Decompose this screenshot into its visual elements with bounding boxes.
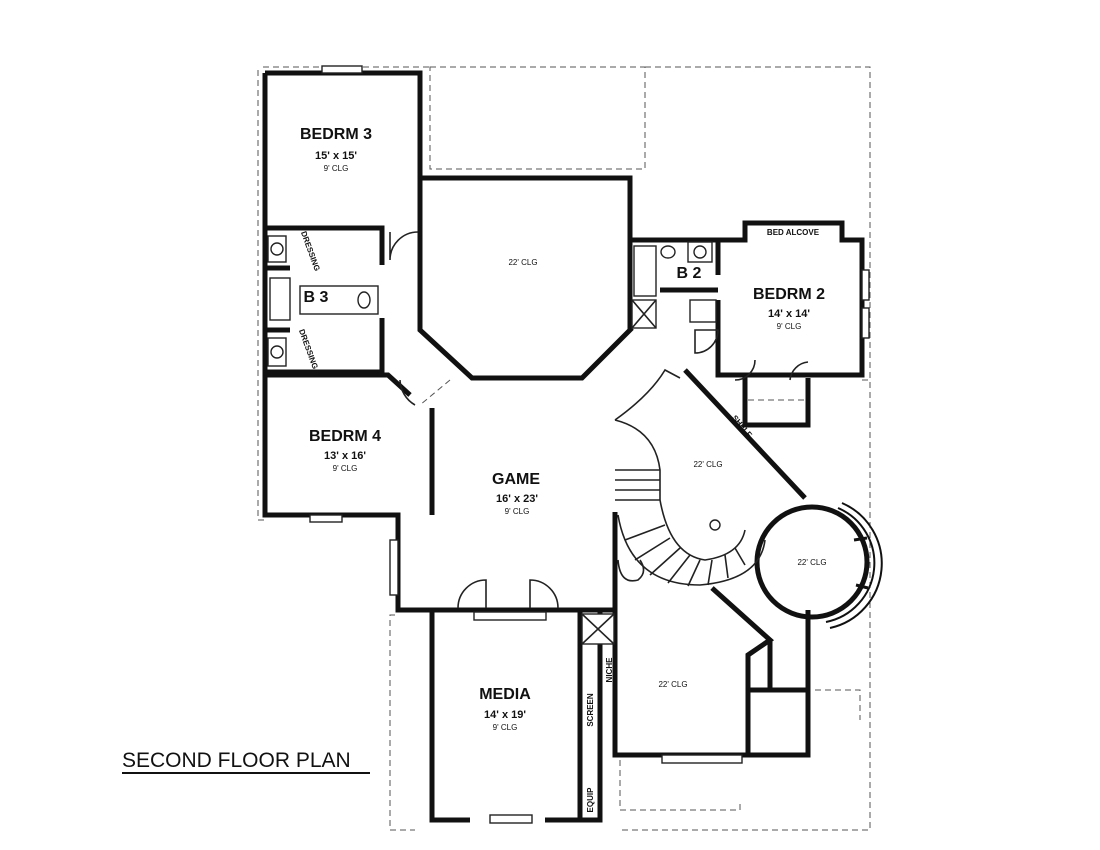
plan-title: SECOND FLOOR PLAN xyxy=(122,749,351,772)
b3-name: B 3 xyxy=(304,289,329,306)
stair-hall-clg: 22' CLG xyxy=(693,460,722,469)
b2-name: B 2 xyxy=(677,265,702,282)
bedrm2-name: BEDRM 2 xyxy=(753,286,825,303)
screen-label: SCREEN xyxy=(586,693,595,727)
bed-alcove-label: BED ALCOVE xyxy=(767,228,820,237)
dressing-upper-label: DRESSING xyxy=(299,230,322,272)
game-dims: 16' x 23' xyxy=(496,493,538,505)
doors-windows xyxy=(309,65,870,824)
game-name: GAME xyxy=(492,471,540,488)
bedrm4-dims: 13' x 16' xyxy=(324,450,366,462)
bath-fixtures xyxy=(267,235,717,367)
bedrm4-clg: 9' CLG xyxy=(333,464,358,473)
lower-right-clg: 22' CLG xyxy=(658,680,687,689)
curved-stair xyxy=(614,368,766,587)
media-clg: 9' CLG xyxy=(493,723,518,732)
bedrm3-clg: 9' CLG xyxy=(324,164,349,173)
dressing-lower-label: DRESSING xyxy=(297,328,320,370)
media-name: MEDIA xyxy=(479,686,531,703)
dashed-outlines xyxy=(257,66,871,831)
plan-title-group: SECOND FLOOR PLAN xyxy=(122,749,370,774)
game-clg: 9' CLG xyxy=(505,507,530,516)
equip-label: EQUIP xyxy=(586,787,595,813)
media-dims: 14' x 19' xyxy=(484,709,526,721)
upper-center-clg: 22' CLG xyxy=(508,258,537,267)
walls xyxy=(262,70,865,823)
niche-label: NICHE xyxy=(605,657,614,683)
bedrm2-dims: 14' x 14' xyxy=(768,308,810,320)
bedrm4-name: BEDRM 4 xyxy=(309,428,381,445)
bedrm2-clg: 9' CLG xyxy=(777,322,802,331)
bedrm3-name: BEDRM 3 xyxy=(300,126,372,143)
turret-clg: 22' CLG xyxy=(797,558,826,567)
bedrm3-dims: 15' x 15' xyxy=(315,150,357,162)
